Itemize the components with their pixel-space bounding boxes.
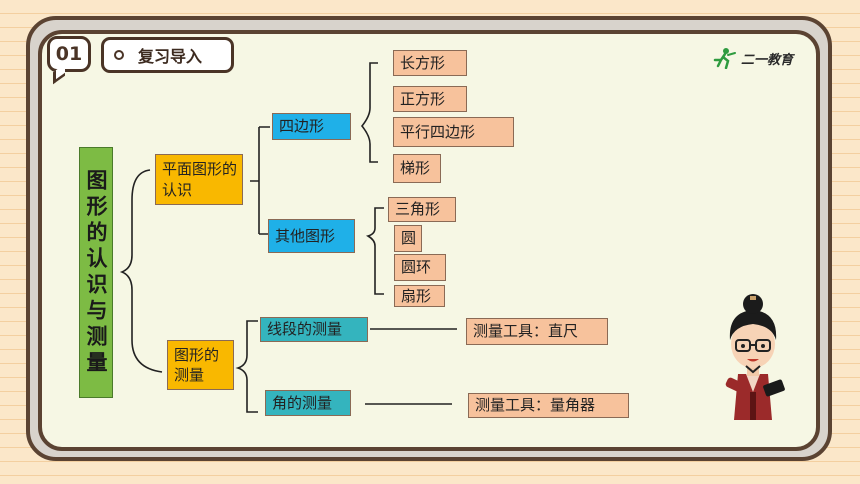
leaf-parallelogram: 平行四边形	[393, 117, 514, 147]
section-title: 复习导入	[101, 37, 234, 73]
node-quadrilateral: 四边形	[272, 113, 351, 140]
node-segment-measurement: 线段的测量	[260, 317, 368, 342]
root-node: 图形的认识与测量	[79, 147, 113, 398]
leaf-ruler-tool: 测量工具：直尺	[466, 318, 608, 345]
leaf-sector: 扇形	[394, 285, 445, 307]
node-angle-measurement: 角的测量	[265, 390, 351, 416]
leaf-square: 正方形	[393, 86, 467, 112]
section-title-text: 复习导入	[138, 47, 203, 66]
leaf-rectangle: 长方形	[393, 50, 467, 76]
leaf-protractor-tool: 测量工具：量角器	[468, 393, 629, 418]
branch-shape-measurement: 图形的测量	[167, 340, 234, 390]
section-number-badge: 01	[47, 36, 91, 72]
leaf-annulus: 圆环	[394, 254, 446, 281]
leaf-triangle: 三角形	[388, 197, 456, 222]
leaf-circle: 圆	[394, 225, 422, 252]
branch-plane-shapes: 平面图形的认识	[155, 154, 243, 205]
teacher-character-illustration	[725, 294, 785, 420]
circle-bullet-icon	[114, 50, 124, 60]
runner-logo-icon	[713, 48, 736, 69]
brand-logo: 二一教育	[712, 46, 793, 70]
node-other-shapes: 其他图形	[268, 219, 355, 253]
leaf-trapezoid: 梯形	[393, 154, 441, 183]
logo-text: 二一教育	[741, 52, 794, 68]
